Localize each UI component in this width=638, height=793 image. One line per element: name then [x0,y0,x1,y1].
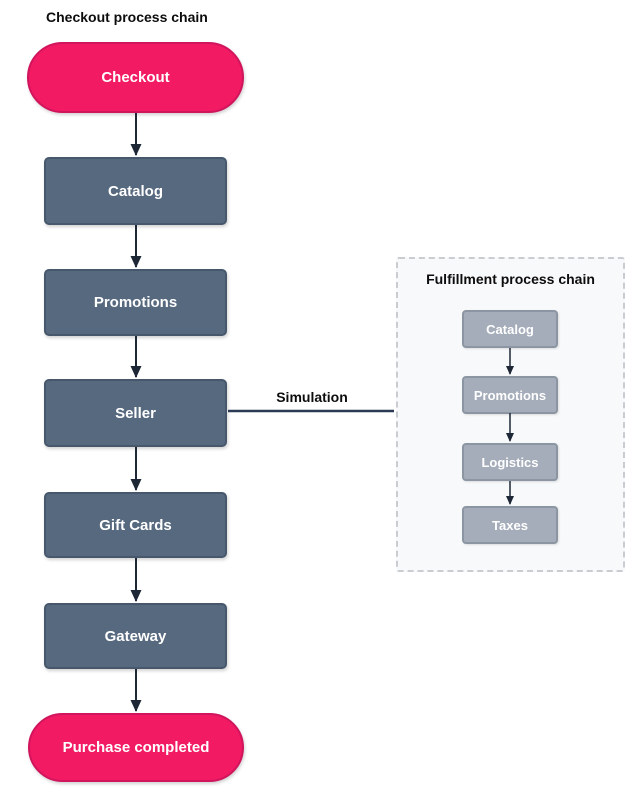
subnode-promotions: Promotions [462,376,558,414]
node-checkout-label: Checkout [101,69,170,86]
node-checkout: Checkout [27,42,244,113]
subnode-catalog: Catalog [462,310,558,348]
main-chain-title: Checkout process chain [46,9,208,25]
node-gift-cards: Gift Cards [44,492,227,558]
subnode-taxes: Taxes [462,506,558,544]
node-seller: Seller [44,379,227,447]
node-catalog-label: Catalog [107,182,163,200]
subnode-logistics-label: Logistics [481,454,539,470]
subnode-logistics: Logistics [462,443,558,481]
node-seller-label: Seller [115,404,156,422]
node-promotions: Promotions [44,269,227,336]
node-gift-cards-label: Gift Cards [99,516,172,534]
node-gateway: Gateway [44,603,227,669]
node-catalog: Catalog [44,157,227,225]
node-gateway-label: Gateway [104,627,167,645]
node-promotions-label: Promotions [93,294,178,311]
node-purchase-completed-label: Purchase completed [62,739,210,756]
subnode-taxes-label: Taxes [492,517,528,533]
subnode-catalog-label: Catalog [486,321,534,337]
subnode-promotions-label: Promotions [473,387,547,403]
node-purchase-completed: Purchase completed [28,713,244,782]
simulation-connector-label: Simulation [276,389,348,405]
fulfillment-title: Fulfillment process chain [426,271,595,287]
